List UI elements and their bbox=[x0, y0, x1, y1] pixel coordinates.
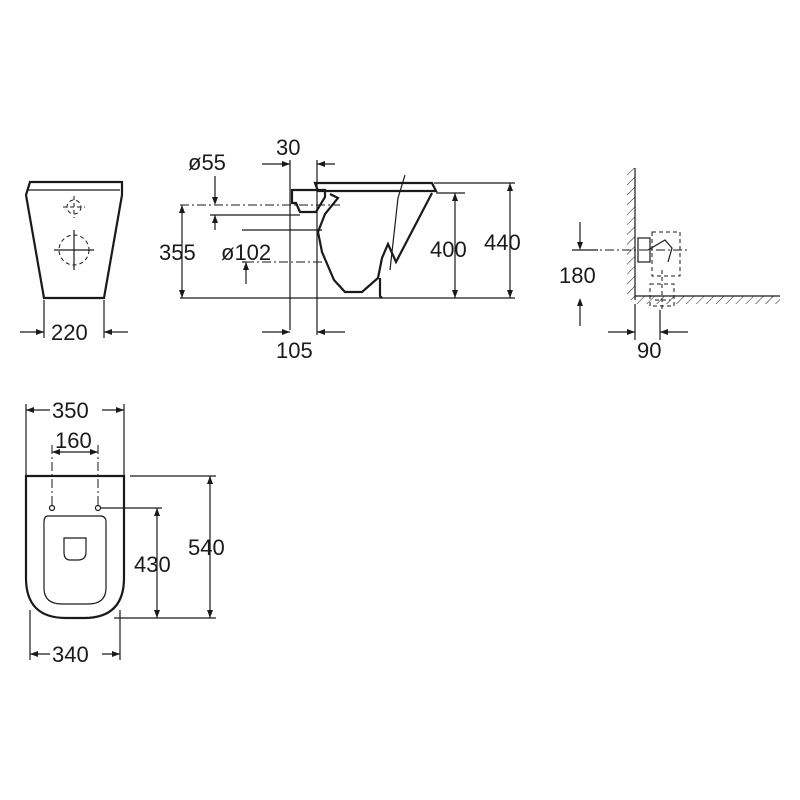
side-view: 30 ø55 355 ø102 400 440 bbox=[159, 135, 521, 363]
top-160-label: 160 bbox=[55, 428, 92, 453]
front-view-outline bbox=[24, 180, 124, 300]
front-view: 220 bbox=[20, 180, 128, 345]
wall-hatch bbox=[627, 168, 635, 300]
side-400-label: 400 bbox=[430, 237, 467, 262]
top-540-label: 540 bbox=[188, 535, 225, 560]
wall-90-label: 90 bbox=[637, 338, 661, 363]
front-width-label: 220 bbox=[51, 320, 88, 345]
wall-180-label: 180 bbox=[559, 263, 596, 288]
side-355-label: 355 bbox=[159, 240, 196, 265]
side-d102-label: ø102 bbox=[221, 240, 271, 265]
side-30-label: 30 bbox=[276, 135, 300, 160]
side-view-bowl bbox=[316, 192, 433, 294]
top-view: 350 160 540 430 340 bbox=[24, 398, 225, 667]
top-view-lid bbox=[43, 515, 107, 605]
side-440-label: 440 bbox=[484, 230, 521, 255]
top-view-outline bbox=[24, 474, 126, 620]
wall-detail: 180 90 bbox=[559, 168, 780, 363]
floor-hatch bbox=[635, 296, 780, 304]
side-105-label: 105 bbox=[276, 338, 313, 363]
top-350-label: 350 bbox=[52, 398, 89, 423]
top-340-label: 340 bbox=[52, 642, 89, 667]
side-d55-label: ø55 bbox=[188, 150, 226, 175]
fixing-cross-icon bbox=[63, 196, 85, 218]
side-view-seat bbox=[313, 181, 438, 193]
top-430-label: 430 bbox=[134, 552, 171, 577]
outlet-cross-icon bbox=[54, 230, 94, 270]
